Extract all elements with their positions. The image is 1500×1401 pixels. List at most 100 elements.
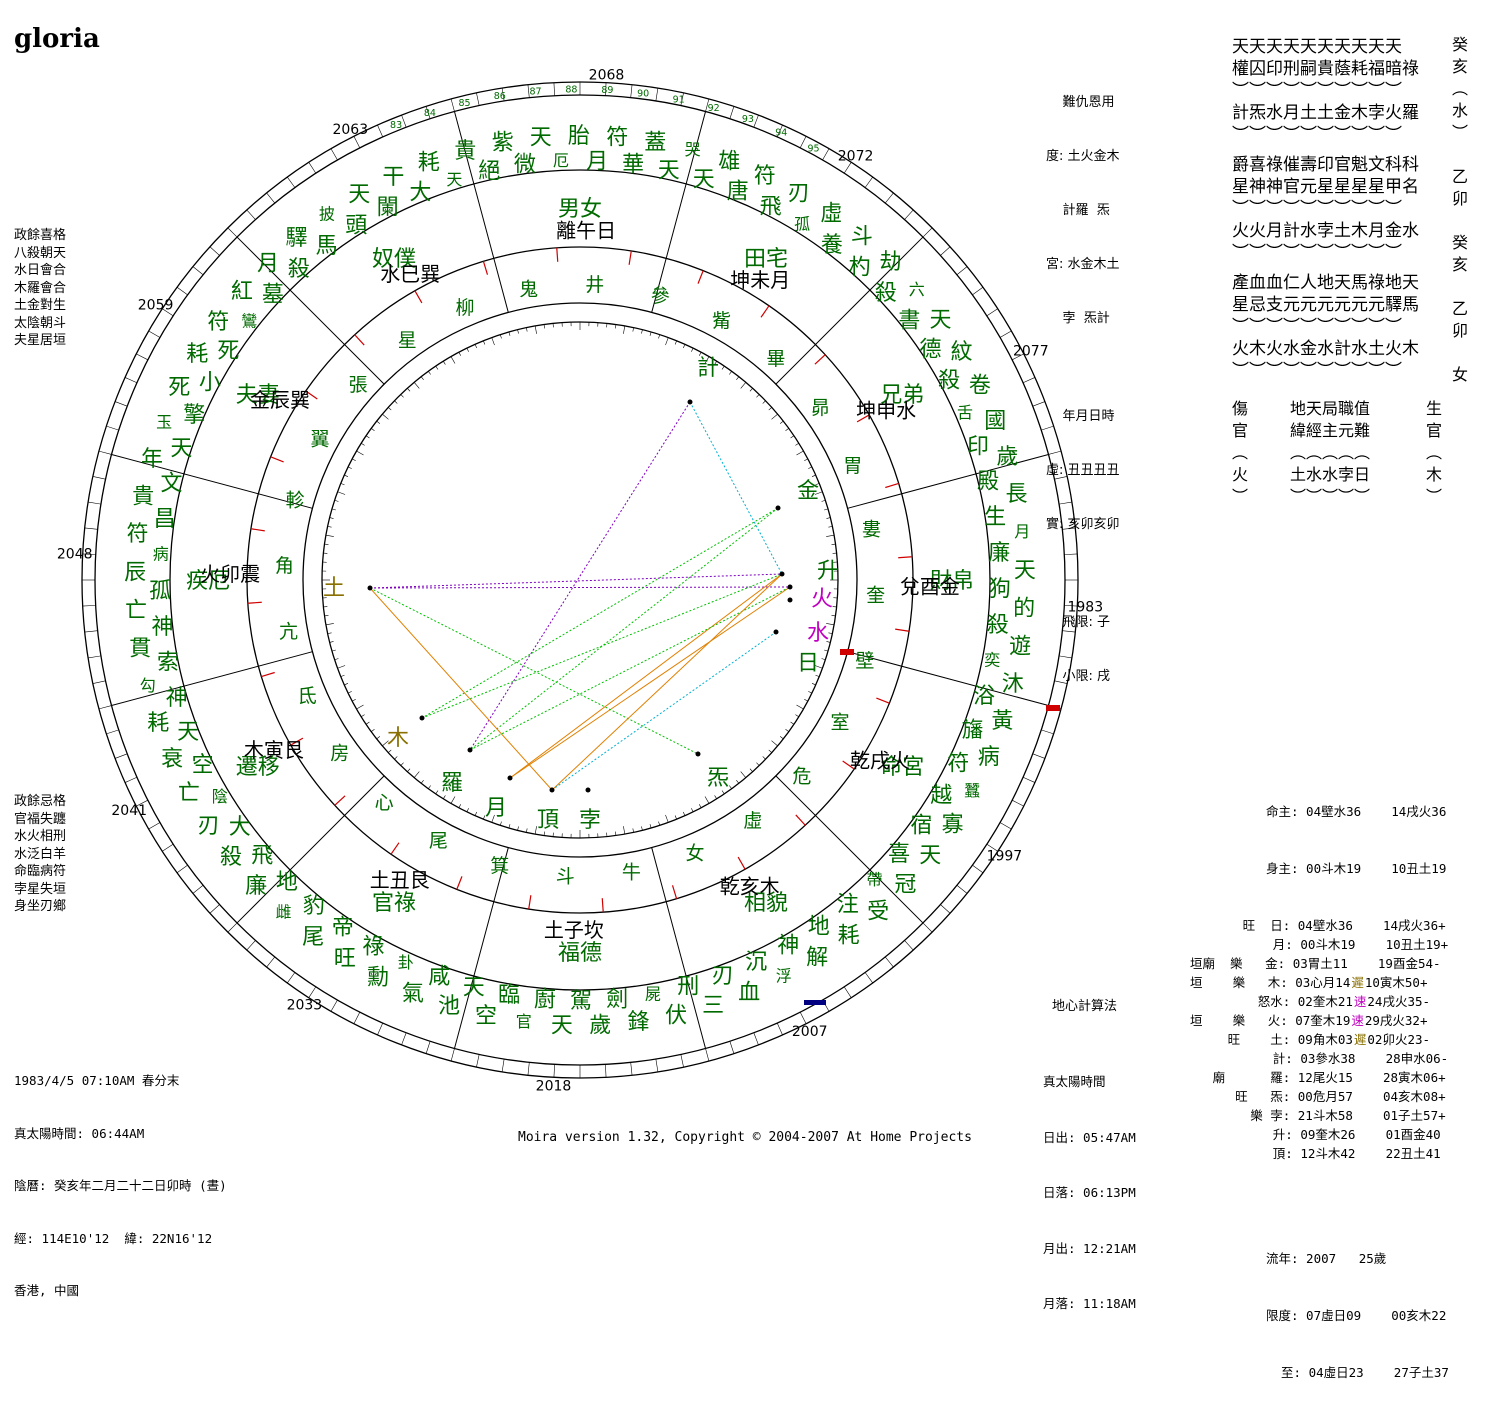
degree-tick <box>795 715 798 717</box>
mansion-divider <box>415 291 422 303</box>
star-label: 喜 <box>888 842 910 867</box>
planet-row: 怒水: 02奎木21速24戌火35- <box>1190 992 1449 1011</box>
degree-tick <box>338 492 346 495</box>
age-tick <box>631 85 632 98</box>
mansion-divider <box>355 335 364 345</box>
planet-degree: 頂: 12斗木42 <box>1273 1146 1356 1161</box>
age-tick <box>93 476 106 479</box>
degree-tick <box>756 394 759 397</box>
planet-degree: 火: 07奎木19 <box>1268 1013 1351 1028</box>
age-tick <box>309 162 316 173</box>
age-tick <box>905 940 914 950</box>
col-cell: 官 <box>1426 420 1442 442</box>
degree-tick <box>428 371 430 374</box>
degree-tick <box>421 377 423 380</box>
limit-to: 至: 04虛日23 27子土37 <box>1190 1363 1449 1382</box>
star-label: 耗 <box>147 711 169 736</box>
degree-tick <box>741 772 746 778</box>
palace-degree: 24戌火35- <box>1367 994 1430 1009</box>
star-label: 符 <box>207 310 229 335</box>
degree-tick <box>394 756 397 759</box>
palace-degree: 28寅木06+ <box>1383 1070 1446 1085</box>
planet-dot <box>468 748 473 753</box>
star-label: 三 <box>702 994 724 1019</box>
mansion-label: 胃 <box>843 455 862 477</box>
col-cell: 水 <box>1452 100 1468 122</box>
palace-branch: 土丑艮 <box>370 868 430 892</box>
planet-row: 垣 樂 木: 03心月14遲10寅木50+ <box>1190 973 1449 992</box>
degree-tick <box>325 544 329 545</box>
degree-tick <box>729 785 731 788</box>
star-label: 廉 <box>988 541 1010 566</box>
degree-tick <box>795 443 798 445</box>
age-tick <box>476 93 479 106</box>
star-label: 解 <box>806 946 828 971</box>
mansion-label: 婁 <box>862 518 881 540</box>
mansion-label: 壁 <box>855 650 874 672</box>
col-cell: 木 <box>1426 464 1442 486</box>
mansion-divider <box>738 857 745 869</box>
mansion-divider <box>698 271 703 284</box>
mansion-label: 昴 <box>811 397 830 419</box>
degree-tick <box>341 675 345 676</box>
star-label: 沐 <box>1002 672 1024 697</box>
star-label: 天 <box>348 183 370 208</box>
star-label: 長 <box>1005 482 1027 507</box>
degree-tick <box>615 832 616 836</box>
degree-tick <box>475 812 477 816</box>
shen-zhu: 身主: 00斗木19 10丑土19 <box>1190 859 1449 878</box>
house-labels: 男女離午日田宅坤未月兄弟坤申水財帛兌酉金命宮乾戌火相貌乾亥木福德土子坎官祿土丑艮… <box>186 197 974 966</box>
age-tick <box>88 656 101 658</box>
star-label: 月 <box>257 252 279 277</box>
aspect-line <box>510 574 782 778</box>
planet-row: 垣廟 樂 金: 03胃土11 19酉金54- <box>1190 954 1449 973</box>
star-label: 闌 <box>377 196 399 221</box>
star-label: 墓 <box>262 282 284 307</box>
col-cell: 卯 <box>1452 188 1468 210</box>
planet-3: 火 <box>811 587 833 612</box>
star-label: 鸞 <box>241 312 257 331</box>
age-tick <box>136 354 148 360</box>
table-bottom-left: 傷官︵火︶ <box>1232 398 1248 508</box>
age-tick <box>1023 777 1035 782</box>
star-label: 屍 <box>645 984 661 1003</box>
age-tick <box>554 83 555 96</box>
relation-row: 星神神官元星星星星甲名 <box>1232 176 1419 198</box>
star-label: 神 <box>166 686 188 711</box>
mansion-label: 女 <box>685 843 704 865</box>
pattern-item: 孛星失垣 <box>14 881 66 899</box>
col-cell <box>1452 276 1468 298</box>
star-label: 旛 <box>962 718 984 743</box>
year-label: 2048 <box>57 547 93 563</box>
col-cell <box>1452 342 1468 364</box>
palace-degree: 29戌火32+ <box>1365 1013 1428 1028</box>
palace-branch: 水巳巽 <box>380 262 440 286</box>
star-label: 勾 <box>140 676 156 695</box>
aspect-line <box>470 508 778 750</box>
age-number: 84 <box>424 108 436 119</box>
degree-tick <box>377 421 380 423</box>
age-tick <box>402 1033 407 1045</box>
degree-tick <box>691 348 693 352</box>
pattern-item: 政餘忌格 <box>14 793 66 811</box>
planet-degree: 羅: 12尾火15 <box>1270 1070 1353 1085</box>
aspect-line <box>370 588 552 790</box>
star-label: 天 <box>530 126 552 151</box>
relation-row: 天天天天天天天天天天 <box>1232 36 1419 58</box>
age-number: 87 <box>529 86 541 97</box>
dignity <box>1190 937 1273 952</box>
relation-row: 爵喜祿催壽印官魁文科科 <box>1232 154 1419 176</box>
col-cell: 生 <box>1426 398 1442 420</box>
planet-position-table: 命主: 04壁水36 14戌火36 身主: 00斗木19 10丑土19 旺 日:… <box>1190 764 1449 1401</box>
degree-tick <box>763 756 766 759</box>
age-tick <box>957 267 967 275</box>
age-tick <box>823 149 830 160</box>
palace-degree: 14戌火36+ <box>1383 918 1446 933</box>
degree-tick <box>641 330 642 334</box>
info-row: 年月日時 <box>1046 408 1120 426</box>
star-label: 死 <box>217 339 239 364</box>
mansion-divider <box>271 457 284 462</box>
star-label: 天 <box>658 158 680 183</box>
degree-tick <box>526 828 527 832</box>
star-label: 殺 <box>220 845 242 870</box>
